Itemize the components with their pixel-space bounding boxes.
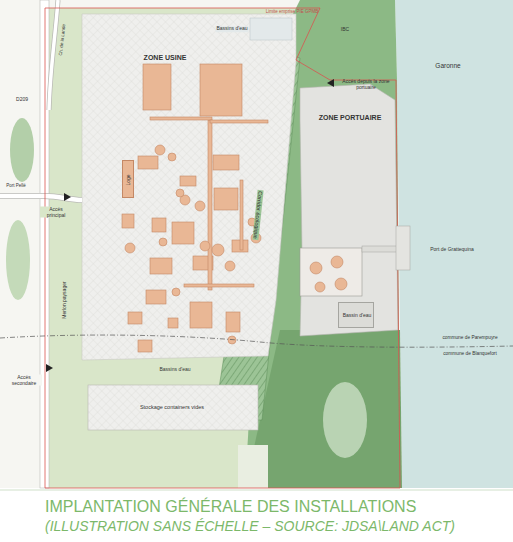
building [168,318,178,328]
building [226,312,240,332]
building [122,214,134,228]
map-label: Bassins d'eau [216,26,249,32]
field [238,445,268,488]
water-basin [250,18,292,40]
map-label: Accès principal [40,207,72,218]
building [138,156,158,169]
building [152,218,166,232]
basin-box: Bassin d'eau [338,302,374,328]
tank [310,262,322,274]
map-label: Bassins d'eau [159,367,192,373]
building [138,340,152,352]
building [128,312,142,324]
tank [125,243,135,253]
zone-area: ZONE PORTUAIRE Bassin d'eau [300,85,398,335]
building [214,188,238,210]
pipe-rack [184,284,254,287]
node-label: Loge [126,174,132,185]
pipe-rack [208,120,212,290]
road [49,0,58,110]
building [200,64,242,116]
road [40,0,49,488]
field [10,118,34,182]
map-label: D209 [15,97,29,103]
map-label: Limite emprise PIE GPMB [266,10,318,15]
access-arrow [327,79,334,87]
site-boundary [45,8,400,488]
tank-farm [300,248,362,296]
tank [212,244,224,256]
access-arrow [64,193,71,201]
map-label: Garonne [435,62,460,69]
buildings [122,64,268,352]
storage-area [88,385,258,430]
map-label: Merlon paysager [62,280,68,319]
site-buffer [45,8,400,488]
quay [396,226,410,270]
road [49,0,58,110]
tank [172,288,180,296]
tank [315,282,325,292]
river [395,0,513,488]
building [150,258,172,274]
port-zone [300,84,398,336]
tank [335,278,347,290]
commune-boundary [0,335,513,347]
factory-ground [82,14,296,360]
node-label: ZONE USINE [142,54,189,62]
tank [159,238,167,246]
tank [168,153,176,161]
map-label: Accès secondaire [6,375,42,386]
tank [225,261,235,271]
building [146,290,166,304]
field [6,220,30,300]
map-label: Stockage containers vides [139,404,205,410]
map-label: IBC [341,27,349,33]
tank [155,145,165,155]
field [323,382,367,458]
map-label: commune de Parempuyre [441,335,498,340]
building [190,302,212,328]
jetty [362,246,400,252]
separator [0,490,513,491]
port-tanks [310,256,347,292]
zone-area: ZONE USINE Loge [82,14,298,360]
gatehouse-box: Loge [122,160,134,198]
pipe-rack [240,180,243,250]
map-label: Port de Grattequina [430,247,474,253]
tank [331,256,343,268]
figure-caption: (ILLUSTRATION SANS ÉCHELLE – SOURCE: JDS… [45,518,455,534]
node-label: Bassin d'eau [341,313,373,319]
map-label: Accès depuis la zone portuaire [338,79,394,90]
figure-title: IMPLANTATION GÉNÉRALE DES INSTALLATIONS [45,498,416,516]
tank [195,201,205,211]
building [143,64,171,110]
tank [176,189,184,197]
building [213,155,239,170]
pipe-rack [150,117,212,120]
access-arrow [46,364,53,372]
node-label: ZONE PORTUAIRE [317,114,384,122]
pipe-rack [210,120,268,123]
ground [0,0,513,488]
map-label: commune de Blanquefort [442,351,498,356]
building [180,176,196,186]
map-label: Port Pellé [5,184,27,189]
tank [200,241,210,251]
building [172,222,194,244]
